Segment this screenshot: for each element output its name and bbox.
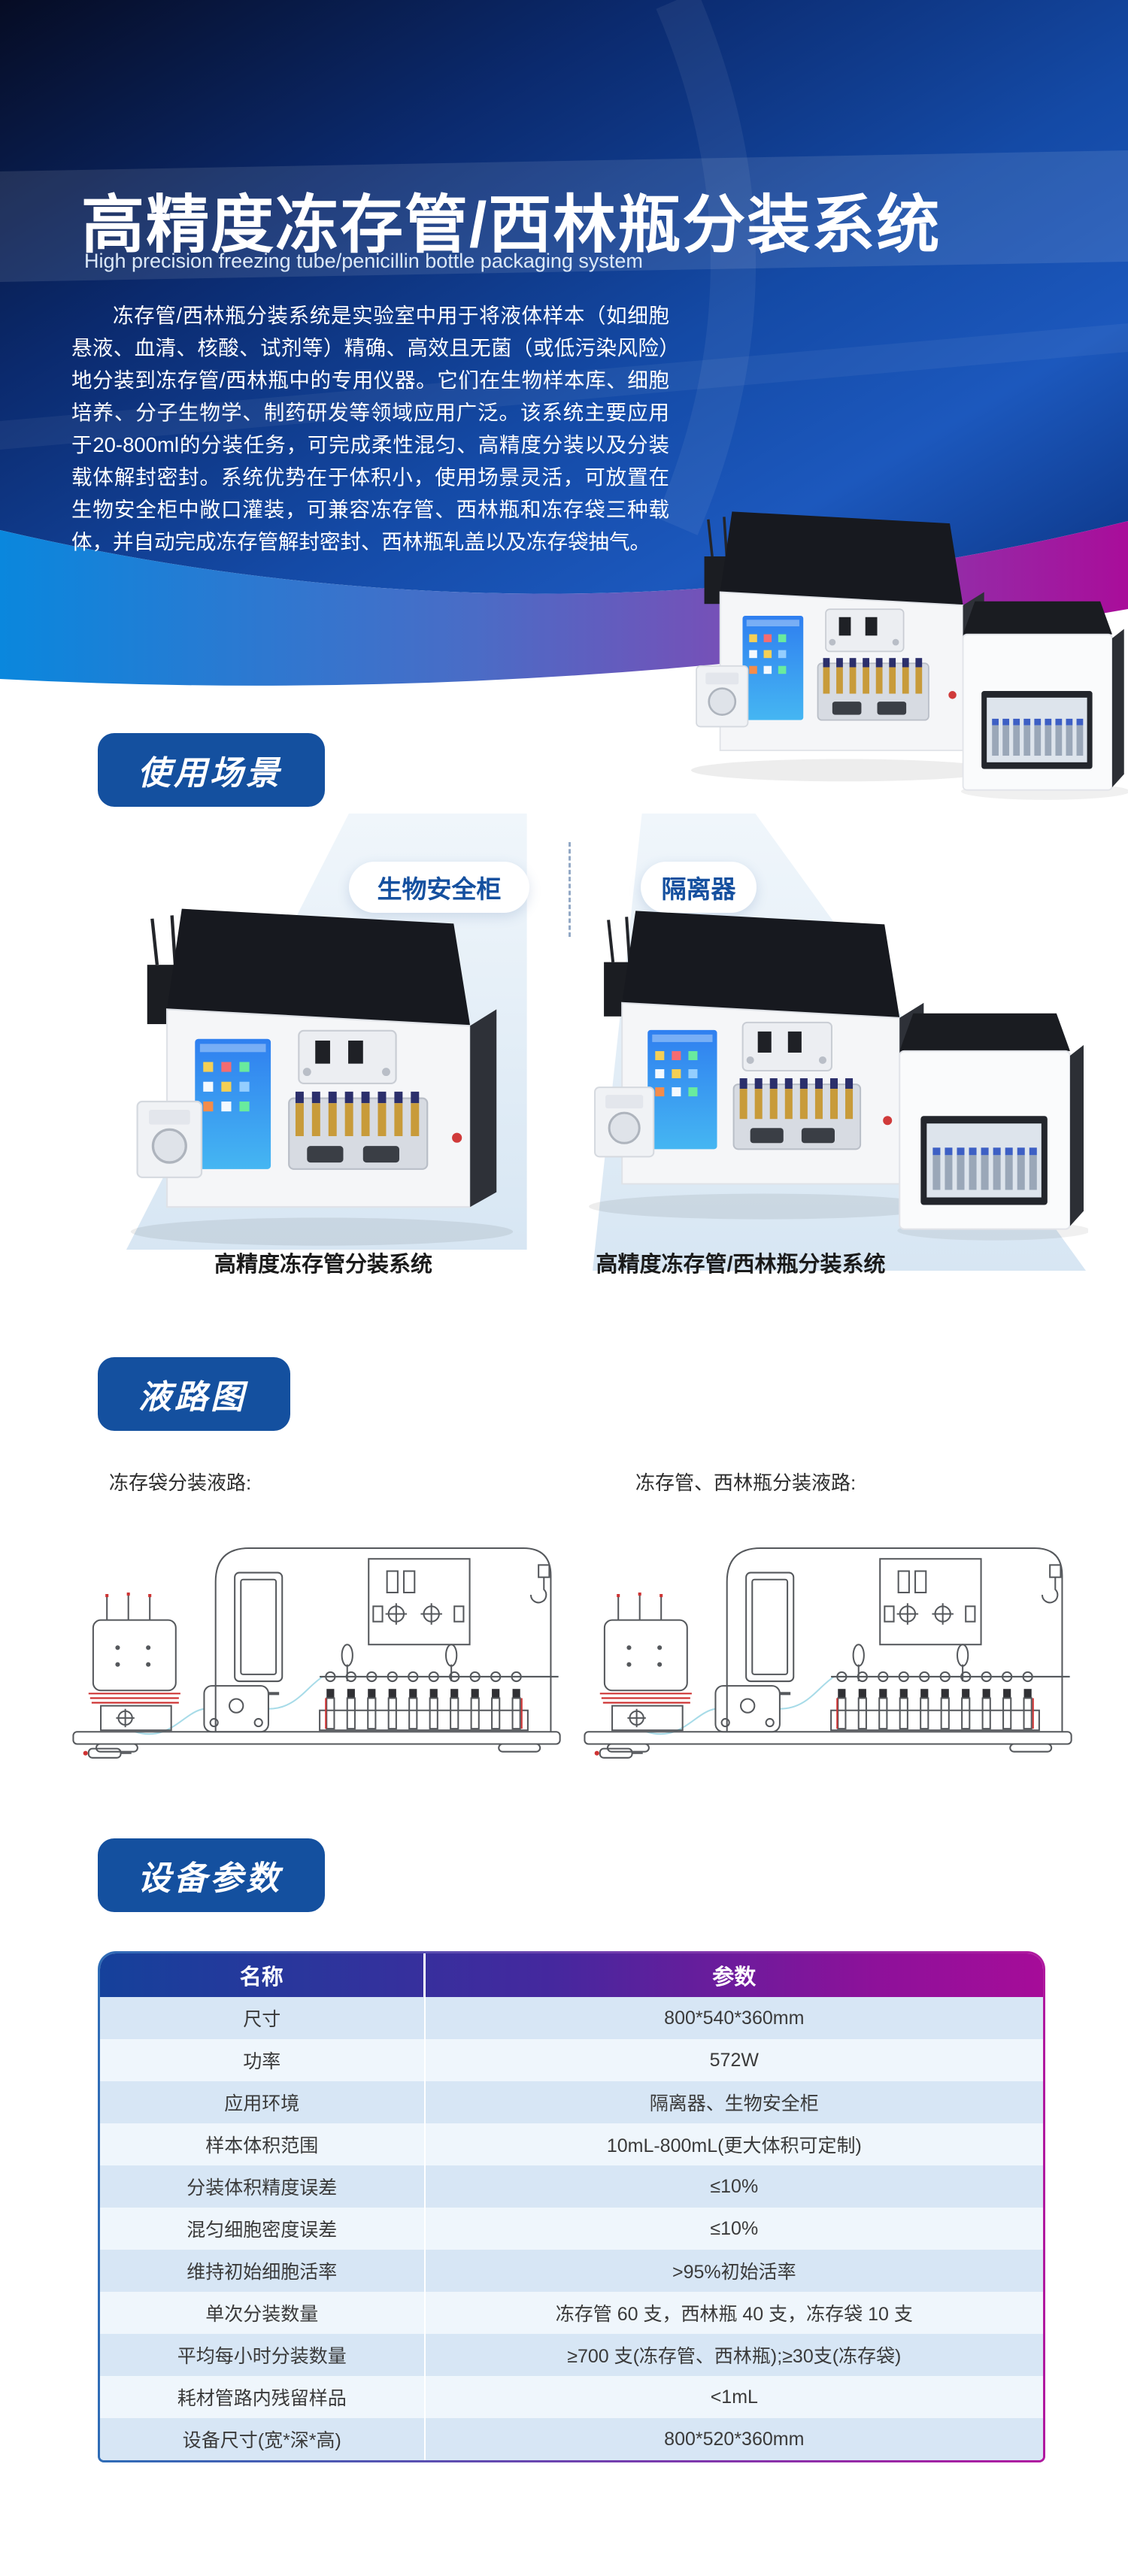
table-header-name: 名称 — [100, 1953, 426, 1997]
pill-biosafety-cabinet: 生物安全柜 — [349, 862, 529, 913]
table-row: 尺寸 800*540*360mm — [100, 1997, 1043, 2039]
param-value: 572W — [709, 2049, 759, 2071]
caption-tube-vial-system: 高精度冻存管/西林瓶分装系统 — [596, 1253, 886, 1277]
param-name: 混匀细胞密度误差 — [100, 2208, 426, 2250]
param-value: <1mL — [710, 2386, 758, 2408]
param-name: 应用环境 — [100, 2081, 426, 2123]
param-value: ≤10% — [710, 2217, 759, 2239]
param-name: 尺寸 — [100, 1997, 426, 2039]
param-value: 800*520*360mm — [664, 2428, 805, 2450]
caption-tube-system: 高精度冻存管分装系统 — [214, 1253, 432, 1277]
param-value: ≥700 支(冻存管、西林瓶);≥30支(冻存袋) — [567, 2346, 902, 2367]
page-subtitle: High precision freezing tube/penicillin … — [84, 250, 643, 272]
table-row: 功率 572W — [100, 2039, 1043, 2081]
param-name: 平均每小时分装数量 — [100, 2334, 426, 2376]
param-value: 10mL-800mL(更大体积可定制) — [606, 2135, 862, 2156]
param-value: 隔离器、生物安全柜 — [649, 2093, 819, 2114]
table-row: 单次分装数量 冻存管 60 支，西林瓶 40 支，冻存袋 10 支 — [100, 2292, 1043, 2334]
param-name: 样本体积范围 — [100, 2123, 426, 2165]
liquid-diagram-bag — [62, 1505, 568, 1765]
table-row: 耗材管路内残留样品 <1mL — [100, 2376, 1043, 2418]
param-name: 设备尺寸(宽*深*高) — [100, 2418, 426, 2460]
param-value: 冻存管 60 支，西林瓶 40 支，冻存袋 10 支 — [555, 2304, 913, 2325]
table-body: 尺寸 800*540*360mm 功率 572W 应用环境 隔离器、生物安全柜样本体积范围… — [100, 1997, 1043, 2460]
section-badge-usage: 使用场景 — [98, 733, 325, 807]
table-header-param: 参数 — [712, 1965, 757, 1990]
section-badge-parameters: 设备参数 — [98, 1838, 325, 1912]
table-header-row: 名称 参数 — [100, 1953, 1043, 1997]
param-value: ≤10% — [710, 2175, 759, 2197]
param-name: 功率 — [100, 2039, 426, 2081]
table-row: 应用环境 隔离器、生物安全柜 — [100, 2081, 1043, 2123]
table-row: 设备尺寸(宽*深*高) 800*520*360mm — [100, 2418, 1043, 2460]
pill-isolator: 隔离器 — [641, 862, 757, 913]
param-value: >95%初始活率 — [672, 2262, 796, 2283]
table-row: 混匀细胞密度误差 ≤10% — [100, 2208, 1043, 2250]
table-row: 平均每小时分装数量 ≥700 支(冻存管、西林瓶);≥30支(冻存袋) — [100, 2334, 1043, 2376]
label-tube-vial-path: 冻存管、西林瓶分装液路: — [635, 1471, 857, 1494]
product-render-hero — [686, 490, 1128, 806]
parameters-table: 名称 参数 尺寸 800*540*360mm 功率 572W 应用环境 隔离器、生物安全柜… — [98, 1951, 1045, 2462]
table-row: 样本体积范围 10mL-800mL(更大体积可定制) — [100, 2123, 1043, 2165]
param-name: 分装体积精度误差 — [100, 2165, 426, 2208]
param-name: 单次分装数量 — [100, 2292, 426, 2334]
product-render-tube-system — [122, 886, 522, 1248]
param-value: 800*540*360mm — [664, 2007, 805, 2029]
liquid-diagram-tube-vial — [574, 1505, 1079, 1765]
page-title: 高精度冻存管/西林瓶分装系统 — [81, 189, 942, 260]
param-name: 维持初始细胞活率 — [100, 2250, 426, 2292]
table-row: 维持初始细胞活率 >95%初始活率 — [100, 2250, 1043, 2292]
product-render-tube-vial-system — [583, 886, 1088, 1248]
label-bag-path: 冻存袋分装液路: — [109, 1471, 252, 1494]
table-row: 分装体积精度误差 ≤10% — [100, 2165, 1043, 2208]
product-description: 冻存管/西林瓶分装系统是实验室中用于将液体样本（如细胞悬液、血清、核酸、试剂等）… — [71, 304, 690, 553]
section-badge-liquid-path: 液路图 — [98, 1357, 290, 1431]
param-name: 耗材管路内残留样品 — [100, 2376, 426, 2418]
dashed-divider — [569, 842, 571, 937]
hero-section: 高精度冻存管/西林瓶分装系统 High precision freezing t… — [0, 0, 1128, 737]
